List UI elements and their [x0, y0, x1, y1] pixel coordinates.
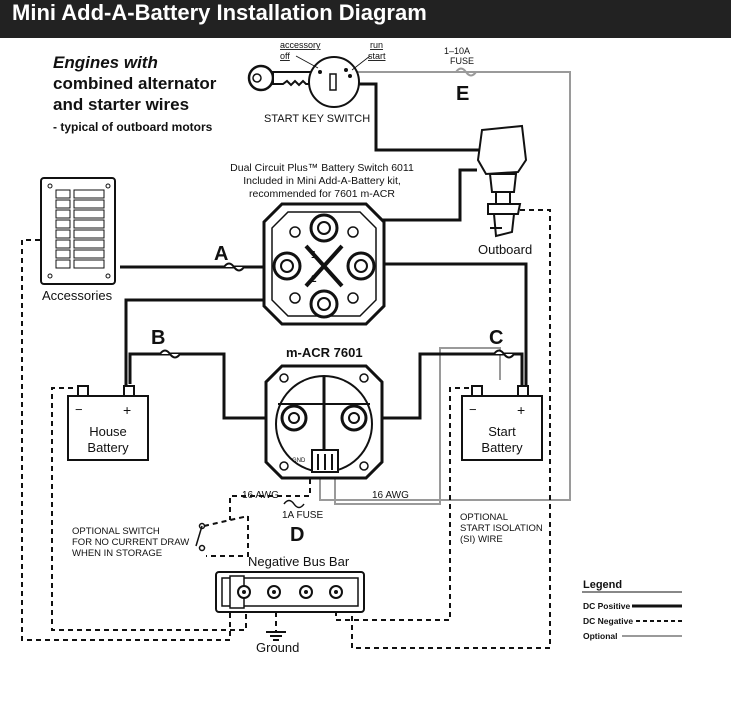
title-banner: Mini Add-A-Battery Installation Diagram: [0, 0, 731, 38]
legend-optional: Optional: [583, 631, 617, 641]
legend-dc-positive: DC Positive: [583, 601, 631, 611]
key-switch-label: START KEY SWITCH: [264, 113, 370, 125]
key-icon: [247, 64, 317, 92]
macr-7601: GND: [264, 364, 384, 480]
fuse-e-letter: E: [456, 83, 469, 105]
bus-bar-label: Negative Bus Bar: [248, 554, 350, 569]
fuse-e-symbol: [455, 67, 477, 77]
optional-fuse-e-wire: [319, 71, 571, 501]
wire-c: [364, 352, 524, 420]
house-negative: [51, 387, 247, 631]
house-minus: −: [75, 402, 83, 417]
battery-switch-6011: 1 2: [262, 202, 386, 326]
negative-bus-bar: [215, 571, 365, 613]
fuse-e-name: FUSE: [450, 56, 474, 66]
optional-switch-line-2: FOR NO CURRENT DRAW: [72, 537, 189, 548]
start-negative: [335, 387, 478, 621]
wire-b: [128, 352, 278, 420]
fuse-c-symbol: [493, 349, 515, 359]
awg-left: 16 AWG: [242, 490, 279, 501]
battery-switch-caption-1: Dual Circuit Plus™ Battery Switch 6011: [230, 162, 414, 174]
run-label: run: [370, 40, 383, 50]
house-battery: − + House Battery: [67, 385, 149, 461]
terminal-1-label: 1: [311, 250, 317, 261]
switch-to-b-wire: [124, 298, 300, 388]
start-minus: −: [469, 402, 477, 417]
outboard-to-switch-wire: [374, 168, 477, 222]
battery-switch-caption: Dual Circuit Plus™ Battery Switch 6011 I…: [230, 162, 414, 200]
label-c: C: [489, 327, 503, 349]
accessories-label: Accessories: [42, 288, 113, 303]
label-b: B: [151, 327, 165, 349]
macr-gnd-label: GND: [292, 458, 306, 464]
negative-wires: [21, 209, 551, 649]
accessories-negative: [21, 239, 231, 641]
legend-dc-negative: DC Negative: [583, 616, 633, 626]
optional-switch-wire: [206, 516, 249, 557]
optional-switch-line-3: WHEN IN STORAGE: [72, 548, 162, 559]
legend-title: Legend: [583, 579, 622, 591]
start-plus: +: [517, 402, 525, 418]
awg-right: 16 AWG: [372, 490, 409, 501]
page-title: Mini Add-A-Battery Installation Diagram: [12, 0, 427, 25]
macr-gnd-negative: [229, 470, 311, 520]
positive-wires: [120, 70, 528, 420]
breaker-rows: [47, 183, 111, 279]
heading-line-3: and starter wires: [53, 95, 189, 114]
optional-si-line-2: START ISOLATION: [460, 523, 543, 534]
label-a: A: [214, 243, 228, 265]
heading-note: - typical of outboard motors: [53, 120, 213, 134]
accessories-panel: [40, 177, 116, 285]
macr-label: m-ACR 7601: [286, 345, 363, 360]
optional-switch-line-1: OPTIONAL SWITCH: [72, 526, 160, 537]
battery-switch-terminals: [272, 213, 376, 319]
accessory-label: accessory: [280, 40, 321, 50]
start-label: start: [368, 51, 386, 61]
house-label-2: Battery: [87, 440, 129, 455]
outboard-negative: [351, 209, 551, 649]
start-battery: − + Start Battery: [461, 385, 543, 461]
key-slot: [329, 73, 337, 91]
start-label-2: Battery: [481, 440, 523, 455]
legend: Legend DC Positive DC Negative Optional: [582, 579, 682, 641]
label-d: D: [290, 524, 304, 546]
house-plus: +: [123, 402, 131, 418]
optional-si-line-3: (SI) WIRE: [460, 534, 503, 545]
battery-switch-caption-2: Included in Mini Add-A-Battery kit,: [243, 175, 401, 187]
start-label-1: Start: [488, 424, 516, 439]
fuse-d-label: 1A FUSE: [282, 510, 323, 521]
optional-switch: OPTIONAL SWITCH FOR NO CURRENT DRAW WHEN…: [72, 515, 249, 559]
ground-symbol: [266, 631, 286, 641]
fuse-e-rating: 1–10A: [444, 46, 470, 56]
battery-switch-screws: [289, 226, 359, 304]
start-wire: [348, 82, 480, 152]
switch-to-c-wire: [356, 262, 528, 386]
outboard-motor: [476, 124, 528, 238]
start-key-switch: accessory off run start START KEY SWITCH: [247, 40, 386, 125]
heading-line-2: combined alternator: [53, 74, 217, 93]
optional-si-line-1: OPTIONAL: [460, 512, 508, 523]
house-label-1: House: [89, 424, 127, 439]
fuse-d-symbol: [283, 499, 305, 509]
fuse-b-symbol: [159, 349, 181, 359]
outboard-label: Outboard: [478, 242, 532, 257]
ground-label: Ground: [256, 640, 299, 655]
heading-block: Engines with combined alternator and sta…: [53, 53, 217, 134]
battery-switch-caption-3: recommended for 7601 m-ACR: [249, 188, 395, 200]
heading-line-1: Engines with: [53, 53, 158, 72]
off-label: off: [280, 51, 290, 61]
fuse-e: 1–10A FUSE E: [444, 46, 477, 105]
terminal-2-label: 2: [311, 274, 317, 285]
fuse-a-symbol: [223, 262, 245, 272]
